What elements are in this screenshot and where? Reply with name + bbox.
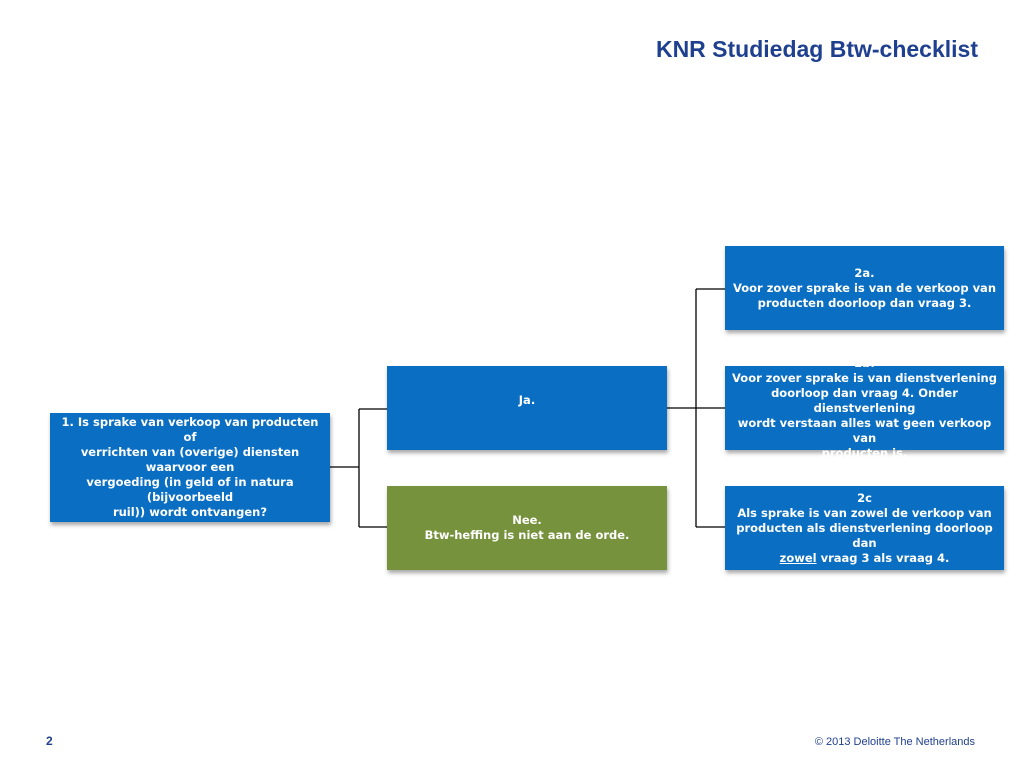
- step-2c-last-line-rest: vraag 3 als vraag 4.: [816, 550, 950, 565]
- answer-nee-line: Nee.: [512, 513, 542, 527]
- connector-q1-to-answers: [330, 408, 387, 528]
- step-2b-line: doorloop dan vraag 4. Onder dienstverlen…: [771, 385, 958, 415]
- question-1-box: 1. Is sprake van verkoop van producten o…: [50, 413, 330, 522]
- connector-ja-to-steps: [667, 288, 725, 528]
- step-2b-line: producten is.: [821, 445, 908, 460]
- step-2b-line: wordt verstaan alles wat geen verkoop va…: [737, 415, 992, 445]
- step-2c-box: 2c Als sprake is van zowel de verkoop va…: [725, 486, 1004, 570]
- step-2c-underlined-word: zowel: [779, 550, 817, 565]
- question-1-line: ruil)) wordt ontvangen?: [112, 505, 268, 519]
- page-number: 2: [46, 734, 53, 748]
- step-2b-box: 2b. Voor zover sprake is van dienstverle…: [725, 356, 1004, 460]
- step-2a-line: producten doorloop dan vraag 3.: [757, 295, 972, 310]
- step-2b-line: 2b.: [854, 355, 875, 370]
- step-2c-last-line: zowel vraag 3 als vraag 4.: [780, 551, 950, 566]
- step-2c-line: producten als dienstverlening doorloop d…: [736, 520, 993, 550]
- question-1-line: 1. Is sprake van verkoop van producten o…: [61, 415, 319, 444]
- answer-nee-line: Btw-heffing is niet aan de orde.: [424, 528, 630, 542]
- step-2a-box: 2a. Voor zover sprake is van de verkoop …: [725, 246, 1004, 330]
- copyright-notice: © 2013 Deloitte The Netherlands: [814, 736, 975, 748]
- step-2c-line: 2c: [857, 490, 872, 505]
- slide-title: KNR Studiedag Btw-checklist: [655, 36, 978, 62]
- answer-nee-box: Nee. Btw-heffing is niet aan de orde.: [387, 486, 667, 570]
- step-2b-line: Voor zover sprake is van dienstverlening: [732, 370, 997, 385]
- answer-ja-box: Ja.: [387, 366, 667, 450]
- step-2c-line: Als sprake is van zowel de verkoop van: [737, 505, 992, 520]
- answer-ja-label: Ja.: [518, 392, 536, 407]
- step-2a-line: Voor zover sprake is van de verkoop van: [732, 280, 997, 295]
- step-2a-line: 2a.: [854, 265, 875, 280]
- question-1-line: verrichten van (overige) diensten waarvo…: [80, 445, 300, 474]
- question-1-line: vergoeding (in geld of in natura (bijvoo…: [86, 475, 294, 504]
